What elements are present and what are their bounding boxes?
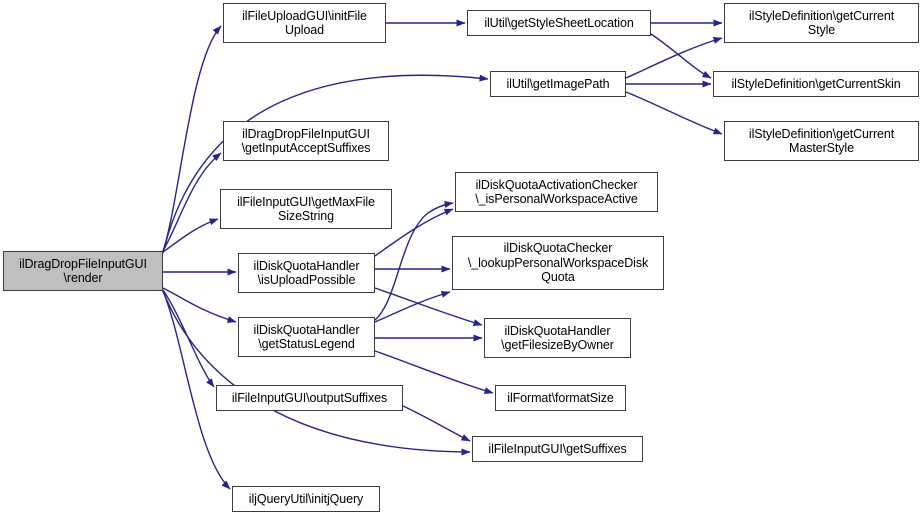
graph-node-label: ilFileInputGUI\getSuffixes xyxy=(488,441,627,456)
graph-node-label: ilDiskQuotaHandler \isUploadPossible xyxy=(253,258,360,288)
graph-node-label: ilFileInputGUI\outputSuffixes xyxy=(231,390,388,405)
graph-node-initjQuery[interactable]: iljQueryUtil\initjQuery xyxy=(232,486,380,512)
graph-node-outputSuffixes[interactable]: ilFileInputGUI\outputSuffixes xyxy=(216,385,403,411)
graph-node-getCurrentStyle[interactable]: ilStyleDefinition\getCurrent Style xyxy=(724,3,919,43)
graph-node-label: ilDiskQuotaHandler \getFilesizeByOwner xyxy=(501,323,614,353)
graph-node-label: ilStyleDefinition\getCurrentSkin xyxy=(731,76,901,91)
graph-node-label: ilDiskQuotaActivationChecker \_isPersona… xyxy=(475,177,638,207)
edge-root-to-getSuffixes xyxy=(162,290,471,456)
graph-node-label: ilDragDropFileInputGUI \getInputAcceptSu… xyxy=(241,126,371,156)
edge-getImagePath-to-getCurrentMasterStyle xyxy=(625,91,723,135)
edge-root-to-getMaxFileSizeString xyxy=(162,218,219,253)
graph-node-label: ilStyleDefinition\getCurrent Style xyxy=(748,8,895,38)
graph-node-label: ilUtil\getStyleSheetLocation xyxy=(484,15,634,30)
edge-root-to-initFileUpload xyxy=(162,25,222,252)
graph-node-label: iljQueryUtil\initjQuery xyxy=(248,491,364,506)
edge-getImagePath-to-getCurrentStyle xyxy=(625,37,723,79)
graph-node-formatSize[interactable]: ilFormat\formatSize xyxy=(495,385,626,411)
edge-root-to-outputSuffixes xyxy=(162,289,215,388)
graph-node-lookupPersonalWorkspaceDiskQuota[interactable]: ilDiskQuotaChecker \_lookupPersonalWorks… xyxy=(452,236,664,290)
graph-node-initFileUpload[interactable]: ilFileUploadGUI\initFile Upload xyxy=(223,3,386,43)
edge-root-to-getStatusLegend xyxy=(162,287,237,323)
edge-getStyleSheetLocation-to-getCurrentSkin xyxy=(650,33,712,79)
graph-node-label: ilFileInputGUI\getMaxFile SizeString xyxy=(237,194,375,224)
graph-node-getImagePath[interactable]: ilUtil\getImagePath xyxy=(490,71,626,97)
edge-getStatusLegend-to-lookupPersonalWorkspaceDiskQuota xyxy=(374,290,451,323)
graph-node-getFilesizeByOwner[interactable]: ilDiskQuotaHandler \getFilesizeByOwner xyxy=(484,318,631,358)
graph-node-getCurrentMasterStyle[interactable]: ilStyleDefinition\getCurrent MasterStyle xyxy=(724,121,919,161)
graph-node-isUploadPossible[interactable]: ilDiskQuotaHandler \isUploadPossible xyxy=(238,253,375,293)
graph-node-getCurrentSkin[interactable]: ilStyleDefinition\getCurrentSkin xyxy=(713,71,919,97)
graph-node-getStyleSheetLocation[interactable]: ilUtil\getStyleSheetLocation xyxy=(467,10,651,36)
graph-node-label: ilStyleDefinition\getCurrent MasterStyle xyxy=(748,126,895,156)
graph-node-getMaxFileSizeString[interactable]: ilFileInputGUI\getMaxFile SizeString xyxy=(220,189,392,229)
graph-node-label: ilDragDropFileInputGUI \render xyxy=(19,256,147,286)
graph-node-root[interactable]: ilDragDropFileInputGUI \render xyxy=(3,251,163,291)
edge-isUploadPossible-to-getFilesizeByOwner xyxy=(374,287,483,326)
edge-root-to-getInputAcceptSuffixes xyxy=(162,152,222,252)
graph-node-getStatusLegend[interactable]: ilDiskQuotaHandler \getStatusLegend xyxy=(238,317,375,357)
graph-node-getSuffixes[interactable]: ilFileInputGUI\getSuffixes xyxy=(472,436,643,462)
graph-node-label: ilDiskQuotaChecker \_lookupPersonalWorks… xyxy=(467,241,649,285)
graph-node-label: ilDiskQuotaHandler \getStatusLegend xyxy=(253,322,360,352)
graph-node-label: ilFormat\formatSize xyxy=(507,390,614,405)
graph-node-label: ilUtil\getImagePath xyxy=(506,76,610,91)
edge-outputSuffixes-to-getSuffixes xyxy=(402,405,471,442)
graph-node-label: ilFileUploadGUI\initFile Upload xyxy=(242,8,367,38)
graph-node-isPersonalWorkspaceActive[interactable]: ilDiskQuotaActivationChecker \_isPersona… xyxy=(455,172,658,212)
graph-node-getInputAcceptSuffixes[interactable]: ilDragDropFileInputGUI \getInputAcceptSu… xyxy=(223,121,389,161)
